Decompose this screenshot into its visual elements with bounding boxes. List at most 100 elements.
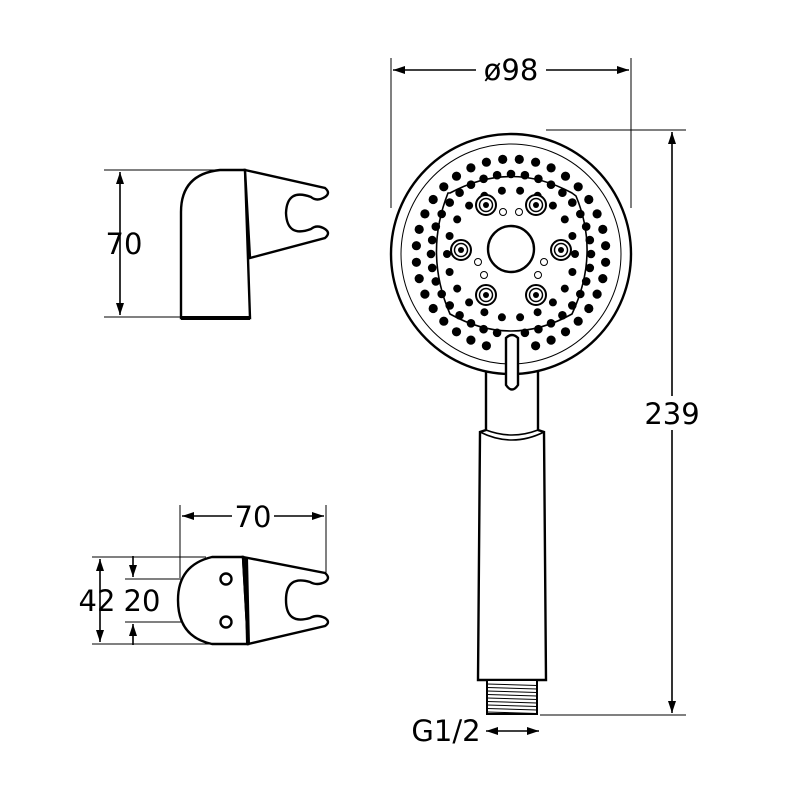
nozzle	[592, 289, 602, 299]
nozzle	[516, 313, 525, 322]
nozzle	[571, 250, 579, 258]
nozzle	[548, 298, 557, 307]
thread-line	[486, 701, 538, 704]
nozzle	[546, 319, 556, 328]
nozzle	[465, 201, 474, 210]
nozzle	[427, 263, 437, 273]
nozzle	[481, 341, 491, 351]
nozzle	[420, 209, 430, 219]
thread-line	[486, 694, 538, 697]
nozzle	[601, 257, 611, 267]
nozzle	[506, 169, 516, 179]
nozzle	[437, 289, 447, 299]
nozzle	[585, 263, 595, 273]
holder-total-height-label: 42	[79, 584, 116, 618]
nozzle	[581, 277, 591, 286]
nozzle	[573, 182, 583, 192]
nozzle	[445, 268, 454, 276]
massage-nozzle	[558, 247, 564, 253]
nozzle	[560, 284, 569, 293]
nozzle	[546, 180, 556, 189]
thread-line	[486, 708, 538, 711]
mounting-hole	[219, 615, 233, 629]
thread-line	[486, 690, 538, 693]
nozzle	[465, 298, 474, 307]
nozzle	[558, 311, 567, 320]
holder-width-label: 70	[235, 500, 272, 534]
holder-front-view: 70 42 20	[79, 500, 330, 646]
nozzle	[445, 232, 454, 240]
nozzle	[443, 250, 451, 258]
handle	[476, 358, 548, 682]
nozzle	[453, 215, 462, 224]
nozzle	[428, 303, 438, 314]
nozzle	[534, 174, 543, 184]
nozzle	[498, 154, 508, 164]
nozzle	[431, 277, 441, 286]
small-nozzles	[474, 208, 548, 279]
massage-nozzle	[533, 202, 539, 208]
nozzle	[581, 222, 591, 231]
nozzle	[466, 335, 476, 345]
nozzle	[592, 209, 602, 219]
nozzle	[520, 170, 530, 180]
nozzle	[414, 274, 424, 284]
nozzle	[598, 274, 608, 284]
thread-line	[486, 697, 538, 700]
nozzle	[576, 209, 585, 219]
nozzle	[411, 257, 421, 267]
nozzle	[439, 182, 449, 192]
nozzle	[573, 316, 583, 326]
nozzle	[481, 157, 491, 167]
massage-nozzle	[483, 202, 489, 208]
mode-lever[interactable]	[504, 333, 520, 391]
nozzle	[466, 319, 476, 328]
center-cap	[486, 224, 536, 274]
nozzle	[531, 341, 541, 351]
nozzle	[584, 303, 594, 314]
nozzle	[546, 163, 556, 173]
nozzle	[445, 301, 455, 310]
thread-lines	[486, 683, 538, 714]
nozzle	[514, 154, 524, 164]
nozzle	[560, 215, 569, 224]
nozzle	[497, 313, 506, 322]
nozzle	[466, 180, 476, 189]
nozzle	[455, 188, 464, 197]
nozzle	[531, 157, 541, 167]
head-diameter-label: ø98	[484, 53, 539, 87]
nozzle	[558, 188, 567, 197]
nozzle	[439, 316, 449, 326]
nozzle	[568, 301, 577, 310]
massage-nozzle	[458, 247, 464, 253]
nozzle	[426, 249, 436, 259]
nozzle	[451, 327, 462, 337]
nozzle	[411, 241, 421, 251]
hand-shower: ø98 239	[389, 52, 700, 748]
nozzle	[568, 198, 577, 207]
nozzle	[584, 194, 594, 205]
nozzle	[445, 198, 455, 207]
nozzle	[453, 284, 462, 293]
nozzle	[586, 249, 596, 259]
nozzle	[534, 324, 543, 334]
thread-line	[486, 687, 538, 690]
nozzle	[568, 232, 577, 240]
nozzle	[492, 170, 502, 180]
nozzle	[492, 328, 502, 338]
nozzle	[466, 163, 476, 173]
massage-nozzle	[533, 292, 539, 298]
thread-line	[486, 711, 538, 714]
massage-nozzle	[483, 292, 489, 298]
holder-side-view: 70	[104, 168, 330, 320]
nozzle	[497, 186, 506, 195]
nozzle	[420, 289, 430, 299]
nozzle	[601, 241, 611, 251]
holder-height-label: 70	[106, 227, 143, 261]
nozzle	[431, 222, 441, 231]
nozzle	[451, 171, 462, 181]
outer-nozzle-ring	[411, 154, 611, 351]
nozzle	[585, 235, 595, 245]
nozzle	[560, 327, 571, 337]
nozzle	[414, 224, 424, 234]
